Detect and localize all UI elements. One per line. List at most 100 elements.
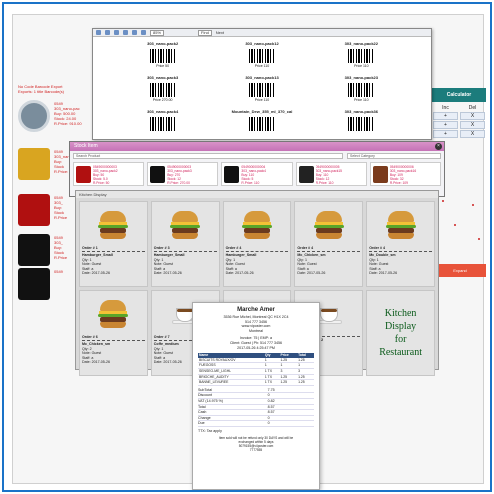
receipt-total-row: VAT (14.975 %)0.82 bbox=[198, 399, 314, 405]
del-button[interactable]: X bbox=[460, 130, 485, 138]
barcode-bars bbox=[348, 83, 375, 97]
find-input[interactable]: Find bbox=[198, 29, 212, 36]
burger-icon bbox=[313, 211, 344, 239]
footer-line: 7777555 bbox=[249, 448, 263, 453]
order-note: Note: Guest bbox=[225, 262, 245, 267]
order-note: Note: Guest bbox=[153, 351, 173, 356]
close-icon[interactable]: × bbox=[435, 143, 442, 150]
box-icon bbox=[224, 166, 240, 183]
total-value: 7.75 bbox=[267, 387, 275, 392]
stock-item-line: 0549000000003 bbox=[93, 165, 117, 169]
order-food-image bbox=[297, 293, 360, 335]
left-product-item[interactable]: 0549 bbox=[16, 266, 76, 302]
stock-item-line: 303_nano-pack2 bbox=[93, 169, 118, 173]
inc-button[interactable]: + bbox=[433, 130, 458, 138]
inc-button[interactable]: + bbox=[433, 121, 458, 129]
order-number: Order # 3 bbox=[153, 246, 170, 250]
product-line: Buy: bbox=[54, 159, 63, 164]
barcode-product-name: 303_nano-pack36 bbox=[344, 109, 378, 114]
expand-button[interactable]: Expand bbox=[434, 264, 486, 277]
next-page-icon[interactable] bbox=[114, 30, 119, 35]
first-page-icon[interactable] bbox=[96, 30, 101, 35]
order-number: Order # 4 bbox=[297, 246, 314, 250]
calculator-button[interactable]: Calculator bbox=[432, 88, 486, 102]
export-icon[interactable] bbox=[141, 30, 146, 35]
order-separator bbox=[369, 251, 432, 253]
order-food-image bbox=[82, 293, 145, 335]
order-qty: Qty: 1 bbox=[82, 257, 92, 262]
order-note: Note: Guest bbox=[82, 262, 102, 267]
zoom-select[interactable]: 85% bbox=[150, 29, 165, 36]
find-next-link[interactable]: Next bbox=[215, 30, 225, 35]
order-date: Date: 2017-05-26 bbox=[82, 271, 110, 276]
stock-item-line: Stock: 32 bbox=[389, 177, 404, 181]
decorative-dots bbox=[434, 194, 484, 254]
stock-item-line: Buy: 50 bbox=[93, 173, 105, 177]
receipt-cell: FUEGOSS bbox=[198, 362, 264, 369]
stock-item-line: 303_nano-pack15 bbox=[315, 169, 343, 173]
stock-item-line: Buy: 110 bbox=[315, 173, 329, 177]
barcode-price: Price 270.00 bbox=[152, 98, 173, 102]
product-line: Stock bbox=[54, 250, 65, 255]
order-separator bbox=[297, 251, 361, 253]
export-label: No Code Barcode Export bbox=[18, 84, 63, 89]
sales-receipt: Marche Amer 3536 Rue Michel, Montreal QC… bbox=[192, 302, 320, 490]
order-qty: Qty: 1 bbox=[369, 257, 379, 262]
del-button[interactable]: X bbox=[460, 112, 485, 120]
print-icon[interactable] bbox=[132, 30, 137, 35]
receipt-cell: 3 bbox=[297, 368, 314, 375]
order-staff: Staff: a bbox=[225, 266, 237, 271]
product-line: Buy: bbox=[54, 245, 63, 250]
barcode-product-name: 303_nano-pack4 bbox=[147, 109, 179, 114]
order-number: Order # 1 bbox=[82, 246, 98, 250]
stock-item-line: R.Price: 110 bbox=[241, 181, 260, 185]
barcode-bars bbox=[149, 83, 176, 97]
product-line: 0549 bbox=[54, 149, 63, 154]
refresh-icon[interactable] bbox=[123, 30, 128, 35]
inc-button[interactable]: + bbox=[433, 112, 458, 120]
total-label: Discount bbox=[198, 393, 212, 398]
burger-icon bbox=[98, 211, 129, 239]
order-qty: Qty: 1 bbox=[297, 257, 307, 262]
receipt-cell: 1.25 bbox=[297, 374, 314, 381]
brand-word: for bbox=[394, 334, 407, 345]
coffee-cup-icon bbox=[315, 304, 342, 324]
receipt-cell: BISCUITS ROYAUX/OV bbox=[198, 357, 264, 364]
product-line: R.Price bbox=[54, 255, 68, 260]
inc-del-panel: Inc Del + X + X + X bbox=[432, 105, 486, 138]
stock-item-line: R.Price: 110 bbox=[315, 181, 334, 185]
category-select[interactable]: Select Category bbox=[347, 153, 441, 159]
stock-item-line: 303_nano-pack4 bbox=[241, 169, 266, 173]
barcode-bars bbox=[248, 49, 275, 63]
del-button[interactable]: X bbox=[460, 121, 485, 129]
brand-word: Kitchen bbox=[384, 308, 417, 319]
total-value: 0 bbox=[267, 415, 270, 420]
prev-page-icon[interactable] bbox=[105, 30, 110, 35]
receipt-cell: 1 bbox=[279, 362, 298, 369]
product-search-input[interactable]: Search Product bbox=[73, 153, 343, 159]
